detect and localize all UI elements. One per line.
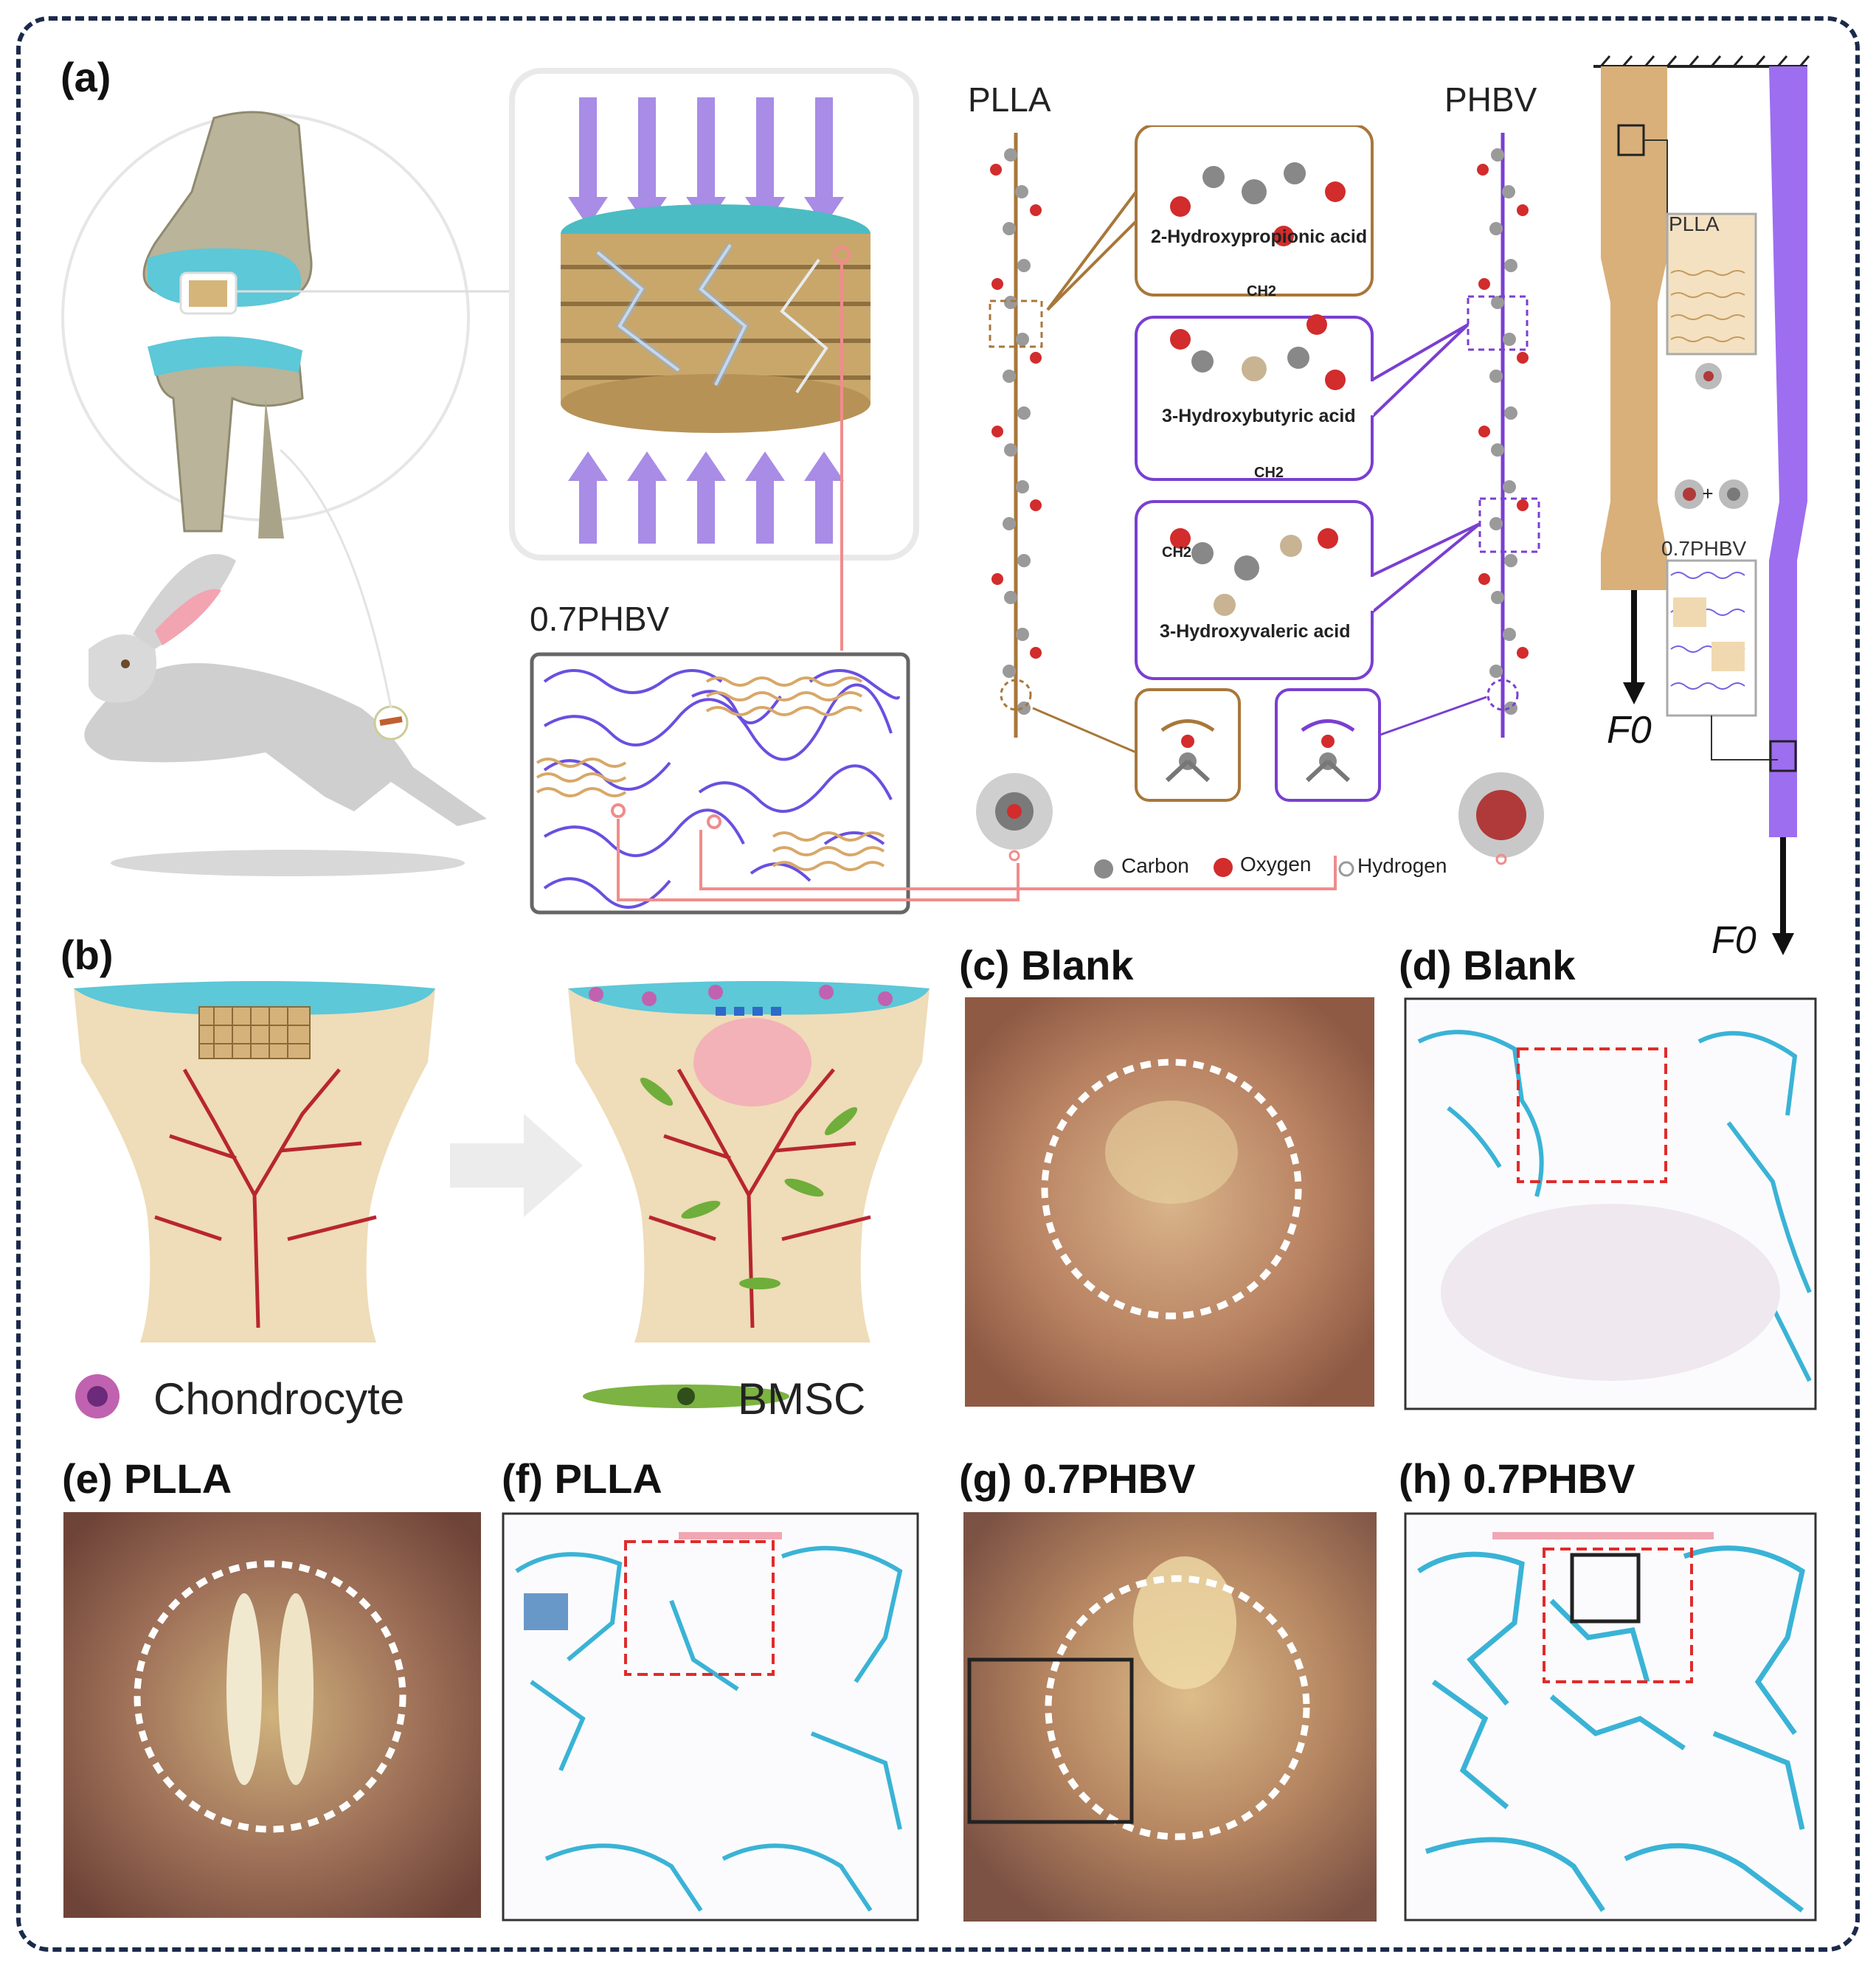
panel-label-c: (c) Blank [959,942,1134,988]
svg-text:+: + [1702,482,1713,505]
legend-bmsc: BMSC [738,1374,866,1424]
panel-label-b: (b) [60,932,114,978]
photo-plla [63,1512,481,1918]
figure-frame [16,16,1860,1952]
molecule-name-3: 3-Hydroxyvaleric acid [1160,621,1351,642]
tensile-plla-label: PLLA [1669,212,1720,235]
legend-oxygen: Oxygen [1240,853,1312,876]
panel-label-a: (a) [60,54,111,100]
cartilage-repair-diagram [74,981,930,1342]
knee-rabbit-illustration [61,111,516,876]
molecule-name-1: 2-Hydroxypropionic acid [1151,226,1368,247]
photo-blank [965,997,1374,1407]
blend-morphology-diagram [530,652,910,915]
cell-legend-icons [75,1374,789,1418]
histology-blank [1404,997,1817,1410]
ch2-label-3: CH2 [1162,544,1192,561]
legend-carbon: Carbon [1121,854,1189,877]
legend-hydrogen: Hydrogen [1357,854,1447,877]
plla-title: PLLA [968,80,1051,119]
ch2-label-1: CH2 [1247,283,1277,299]
blend-label: 0.7PHBV [530,600,670,638]
panel-label-h: (h) 0.7PHBV [1399,1455,1636,1502]
panel-label-g: (g) 0.7PHBV [959,1455,1196,1502]
ch2-label-2: CH2 [1254,465,1284,481]
legend-chondrocyte: Chondrocyte [153,1374,405,1424]
force-label-2: F0 [1711,919,1756,962]
force-label-1: F0 [1607,709,1652,752]
panel-label-e: (e) PLLA [62,1455,232,1502]
connector-lines [617,819,1337,901]
scaffold-illustration [509,68,919,651]
tensile-blend-label: 0.7PHBV [1661,537,1747,560]
histology-phbv [1404,1512,1817,1922]
photo-phbv [963,1512,1377,1922]
histology-plla [502,1512,919,1922]
phbv-title: PHBV [1444,80,1537,119]
panel-label-d: (d) Blank [1399,942,1576,988]
polymer-chain-diagram [976,125,1544,879]
molecule-name-2: 3-Hydroxybutyric acid [1162,406,1356,426]
tensile-specimen-diagram: + [1593,55,1810,955]
panel-label-f: (f) PLLA [502,1455,662,1502]
